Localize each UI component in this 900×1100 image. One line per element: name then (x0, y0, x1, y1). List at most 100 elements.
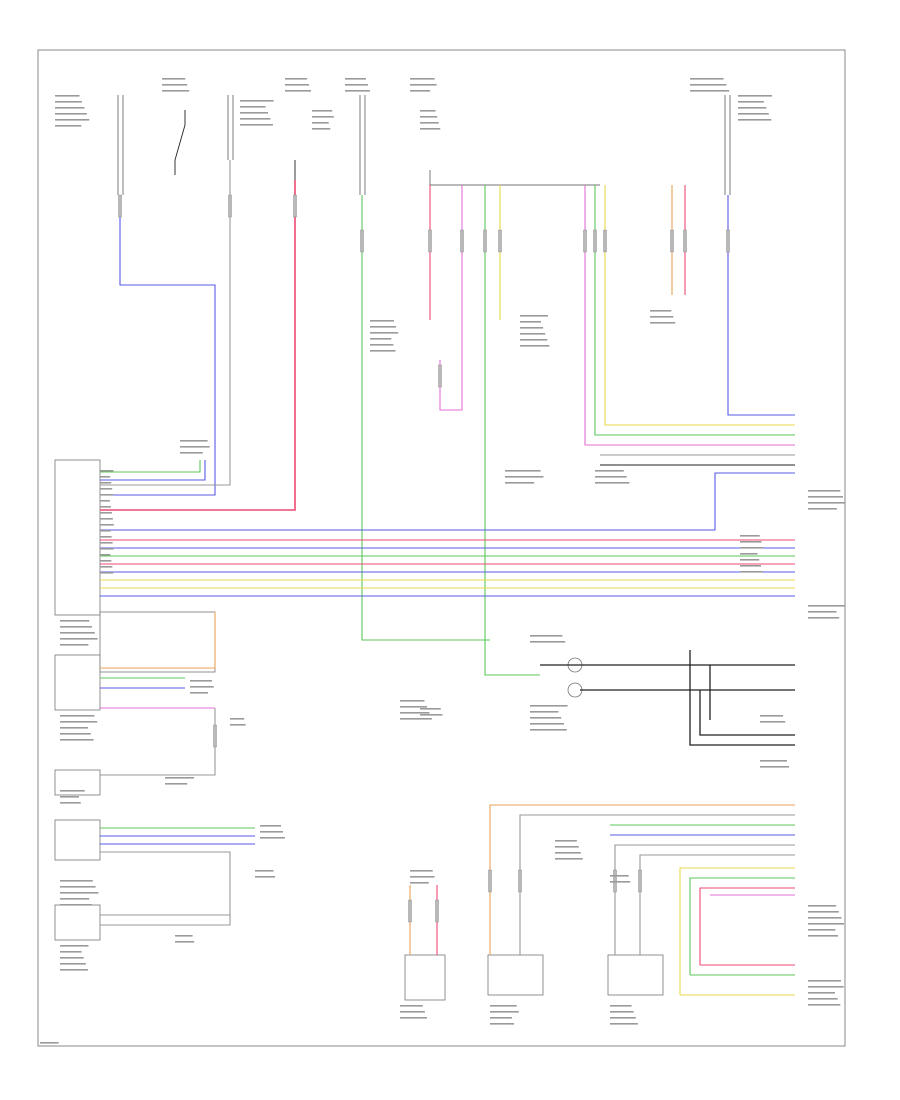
label-text-line (260, 825, 281, 827)
label-text-line (555, 846, 579, 848)
label-text-line (255, 876, 276, 878)
label-text-line (100, 488, 113, 490)
connector-tick-1 (228, 194, 232, 218)
label-text-line (162, 78, 186, 80)
wire-orange-tcm (100, 612, 216, 669)
label-text-line (530, 723, 564, 725)
label-text-line (808, 490, 841, 492)
label-text-line (808, 929, 836, 931)
label-text-line (165, 783, 188, 785)
label-text-line (740, 541, 762, 543)
label-text-line (738, 119, 772, 121)
label-text-line (808, 508, 837, 510)
label-text-line (100, 554, 111, 556)
connector-tick-0 (118, 194, 122, 218)
label-text-line (180, 440, 208, 442)
label-text-line (650, 316, 674, 318)
wire-pink-brake-switch (439, 185, 463, 411)
label-text-line (312, 128, 331, 130)
label-text-line (760, 760, 787, 762)
connector-tick-15 (213, 724, 217, 748)
label-text-line (505, 482, 535, 484)
label-text-line (162, 90, 190, 92)
label-text-line (808, 935, 839, 937)
label-text-line (740, 553, 758, 555)
connector-tick-16 (408, 899, 412, 923)
label-text-line (760, 766, 790, 768)
label-text-line (345, 90, 370, 92)
label-text-line (505, 476, 544, 478)
label-text-line (312, 116, 334, 118)
label-text-line (40, 1042, 59, 1044)
label-text-line (240, 118, 271, 120)
label-text-line (400, 706, 427, 708)
label-text-line (595, 470, 624, 472)
label-text-line (690, 78, 724, 80)
label-text-line (490, 1017, 512, 1019)
wire-orange-lf-sensor (489, 804, 795, 955)
label-text-line (230, 724, 246, 726)
label-text-line (60, 945, 89, 947)
label-text-line (530, 641, 566, 643)
label-text-line (738, 113, 769, 115)
label-text-line (595, 476, 627, 478)
label-text-line (740, 571, 763, 573)
label-text-line (60, 880, 93, 882)
wire-yellow-ecm-lower (679, 867, 795, 995)
label-text-line (520, 327, 544, 329)
connector-tick-21 (638, 869, 642, 893)
gear-selector-module-box (54, 819, 101, 861)
label-text-line (260, 831, 283, 833)
label-text-line (345, 78, 366, 80)
wire-blue-ecm-top (100, 460, 206, 481)
label-text-line (100, 476, 111, 478)
label-text-line (410, 876, 435, 878)
label-text-line (530, 717, 562, 719)
label-text-line (100, 542, 113, 544)
label-text-line (808, 980, 842, 982)
label-text-line (100, 518, 113, 520)
label-text-line (60, 892, 99, 894)
label-text-line (180, 452, 203, 454)
label-text-line (60, 969, 88, 971)
label-text-line (60, 739, 94, 741)
label-text-line (100, 506, 111, 508)
label-text-line (60, 632, 95, 634)
wire-gray-gear (100, 851, 231, 926)
wire-green-down (361, 195, 490, 641)
label-text-line (370, 350, 396, 352)
left-front-wheel-sensor-box (487, 954, 544, 996)
connector-tick-13 (726, 229, 730, 253)
connector-tick-12 (683, 229, 687, 253)
label-text-line (190, 680, 212, 682)
label-text-line (100, 530, 111, 532)
wire-green-steering (484, 185, 540, 676)
label-text-line (240, 106, 266, 108)
wire-gray-ecm (100, 160, 231, 486)
label-text-line (610, 881, 631, 883)
label-text-line (610, 875, 629, 877)
label-text-line (520, 339, 548, 341)
label-text-line (345, 84, 368, 86)
label-text-line (60, 951, 82, 953)
label-text-line (520, 321, 541, 323)
connector-tick-3 (360, 229, 364, 253)
label-text-line (165, 777, 195, 779)
connector-tick-5 (460, 229, 464, 253)
label-text-line (595, 482, 630, 484)
engine-control-module-box (54, 459, 101, 616)
label-text-line (610, 1005, 632, 1007)
label-text-line (490, 1023, 514, 1025)
label-text-line (60, 904, 92, 906)
connector-ticks (118, 194, 730, 923)
label-text-line (55, 107, 85, 109)
label-text-line (490, 1011, 519, 1013)
wire-gray-lf-sensor (519, 814, 795, 955)
label-text-line (690, 90, 730, 92)
label-text-line (60, 802, 81, 804)
label-text-line (55, 95, 80, 97)
label-text-line (312, 110, 333, 112)
label-text-line (285, 84, 310, 86)
label-text-line (55, 119, 90, 121)
connector-tick-19 (518, 869, 522, 893)
